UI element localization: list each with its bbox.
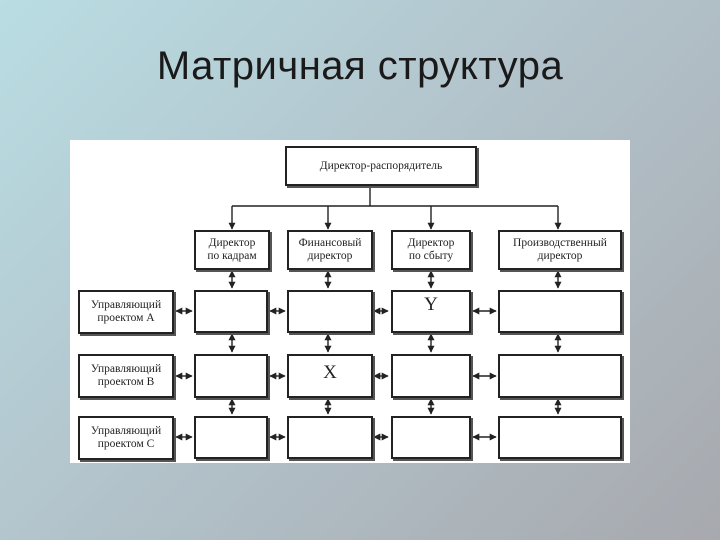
director-hr-label-2: по кадрам — [207, 250, 257, 262]
project-manager-a-label-2: проектом А — [97, 312, 155, 324]
project-manager-b-label-2: проектом В — [97, 376, 155, 388]
matrix-cell-x-label: X — [323, 362, 337, 383]
director-hr-label-1: Директор — [208, 237, 256, 249]
matrix-cell-b-hr — [194, 354, 268, 398]
matrix-cell-c-sales — [391, 416, 471, 459]
project-manager-a-box: Управляющий проектом А — [78, 290, 174, 334]
director-finance-box: Финансовый директор — [287, 230, 373, 270]
matrix-cell-c-production — [498, 416, 622, 459]
matrix-cell-y-label: Y — [424, 293, 438, 315]
director-sales-label-1: Директор — [407, 237, 455, 249]
matrix-cell-b-production — [498, 354, 622, 398]
project-manager-a-label-1: Управляющий — [90, 299, 162, 311]
matrix-cell-b-sales — [391, 354, 471, 398]
director-finance-label-1: Финансовый — [298, 237, 362, 249]
director-hr-box: Директор по кадрам — [194, 230, 270, 270]
matrix-cell-c-hr — [194, 416, 268, 459]
project-manager-b-box: Управляющий проектом В — [78, 354, 174, 398]
project-manager-c-label-1: Управляющий — [90, 425, 162, 437]
project-manager-c-label-2: проектом С — [97, 438, 155, 450]
director-sales-box: Директор по сбыту — [391, 230, 471, 270]
matrix-cell-c-finance — [287, 416, 373, 459]
matrix-cell-b-finance: X — [287, 354, 373, 398]
matrix-cell-a-hr — [194, 290, 268, 333]
matrix-cell-a-sales: Y — [391, 290, 471, 333]
director-production-label-1: Производственный — [513, 237, 607, 249]
director-general-box: Директор-распорядитель — [285, 146, 477, 186]
director-finance-label-2: директор — [307, 250, 353, 262]
org-chart-diagram: Директор-распорядитель Директор по кадра… — [70, 140, 630, 463]
director-production-label-2: директор — [537, 250, 583, 262]
matrix-cell-a-finance — [287, 290, 373, 333]
connector-layer — [175, 187, 562, 441]
director-production-box: Производственный директор — [498, 230, 622, 270]
director-sales-label-2: по сбыту — [408, 250, 454, 262]
director-general-label: Директор-распорядитель — [319, 159, 443, 172]
project-manager-b-label-1: Управляющий — [90, 363, 162, 375]
slide-title: Матричная структура — [156, 44, 564, 88]
matrix-cell-a-production — [498, 290, 622, 333]
project-manager-c-box: Управляющий проектом С — [78, 416, 174, 460]
